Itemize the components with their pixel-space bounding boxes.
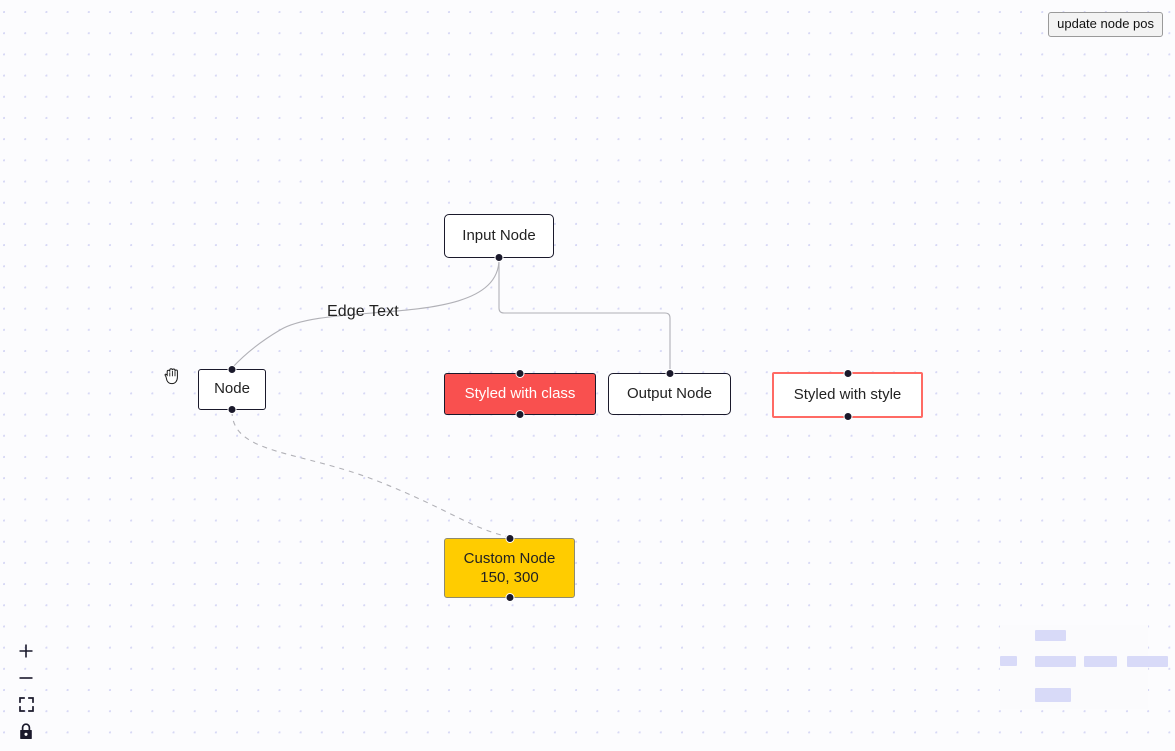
node-label: Input Node	[462, 226, 536, 244]
handle-target-top[interactable]	[505, 534, 514, 543]
lock-icon	[20, 723, 32, 739]
minimap-node	[1035, 688, 1071, 702]
edge-node-to-custom[interactable]	[231, 410, 510, 538]
minimap-node	[1084, 656, 1117, 667]
node-label: Styled with class	[464, 384, 576, 402]
minimap[interactable]	[1000, 625, 1168, 709]
toggle-interactivity-button[interactable]	[12, 718, 40, 745]
zoom-in-button[interactable]	[12, 637, 40, 664]
node-styled-with-style[interactable]: Styled with style	[772, 369, 923, 421]
edge-label-edge-text: Edge Text	[327, 303, 399, 320]
node-custom-node[interactable]: Custom Node 150, 300	[444, 534, 575, 602]
zoom-out-button[interactable]	[12, 664, 40, 691]
fit-view-icon	[18, 697, 34, 712]
node-label: Output Node	[626, 384, 713, 402]
edge-input-to-output[interactable]	[498, 259, 671, 372]
handle-source-bottom[interactable]	[843, 412, 852, 421]
handle-source-bottom[interactable]	[494, 253, 504, 262]
node-input-node[interactable]: Input Node	[444, 214, 554, 262]
node-label: Styled with style	[793, 385, 902, 403]
grab-hand-cursor	[164, 368, 178, 385]
minimap-node	[1000, 656, 1017, 666]
minus-icon	[19, 676, 33, 679]
update-node-pos-button[interactable]: update node pos	[1048, 12, 1163, 38]
custom-node-position: 150, 300	[480, 569, 539, 586]
handle-target-top[interactable]	[227, 365, 237, 374]
minimap-node	[1127, 656, 1168, 667]
node-output-node[interactable]: Output Node	[608, 369, 731, 415]
plus-icon	[19, 644, 33, 657]
handle-source-bottom[interactable]	[227, 405, 237, 414]
handle-target-top[interactable]	[843, 369, 852, 378]
handle-target-top[interactable]	[515, 369, 525, 378]
handle-source-bottom[interactable]	[505, 593, 514, 602]
node-styled-with-class[interactable]: Styled with class	[444, 369, 596, 419]
custom-node-title: Custom Node	[463, 549, 556, 567]
minimap-node	[1035, 656, 1076, 667]
minimap-node	[1035, 630, 1066, 641]
controls-panel	[12, 637, 40, 745]
node-label: Node	[214, 380, 250, 398]
handle-target-top[interactable]	[665, 369, 674, 378]
handle-source-bottom[interactable]	[515, 410, 525, 419]
node-default-node[interactable]: Node	[198, 365, 266, 414]
fit-view-button[interactable]	[12, 691, 40, 718]
